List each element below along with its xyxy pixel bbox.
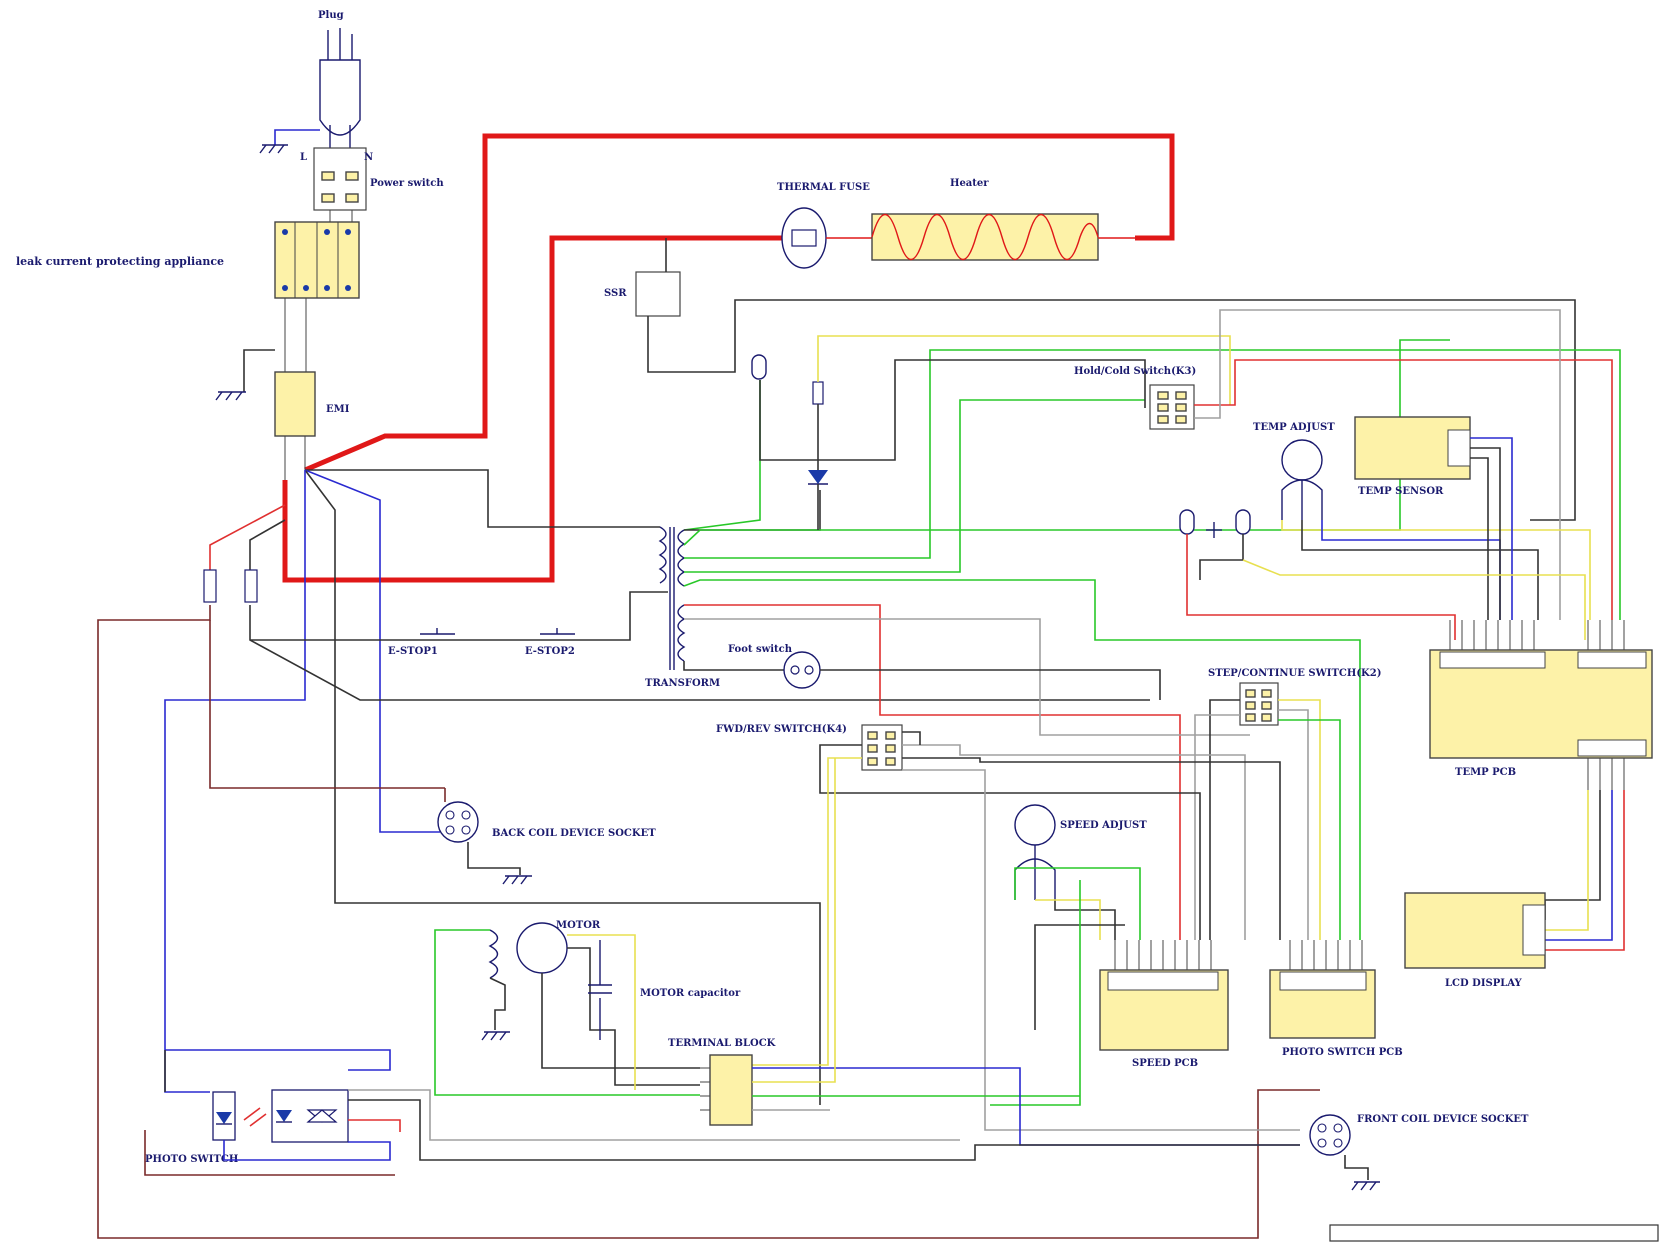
motor: MOTOR [488,920,601,979]
photo-switch-pcb-pins [1289,940,1363,970]
speed-adjust-potentiometer: SPEED ADJUST [1014,804,1147,900]
ground-symbol-back-coil [502,875,532,885]
led-right [1235,509,1251,535]
diode [808,470,828,485]
hold-cold-switch-label: Hold/Cold Switch(K3) [1074,366,1196,377]
temp-pcb-pins [1449,620,1625,790]
lcd-display-label: LCD DISPLAY [1445,978,1523,989]
foot-switch: Foot switch [728,644,821,689]
estop2-label: E-STOP2 [525,646,575,657]
back-coil-socket: BACK COIL DEVICE SOCKET [437,801,656,843]
photo-switch-pcb-label: PHOTO SWITCH PCB [1282,1047,1403,1058]
ground-symbol-emi [215,391,246,401]
speed-pcb-pins [1114,940,1212,970]
leak-current-protector: leak current protecting appliance [16,221,360,299]
temp-pcb-label: TEMP PCB [1455,767,1516,778]
heater-power-wires [282,133,1175,583]
estop1-label: E-STOP1 [388,646,438,657]
temp-sensor-label: TEMP SENSOR [1358,486,1444,497]
foot-switch-label: Foot switch [728,644,793,655]
temp-sensor: TEMP SENSOR [1354,416,1471,497]
temp-adjust-potentiometer: TEMP ADJUST [1253,422,1335,520]
plug-label: Plug [318,10,344,21]
motor-capacitor-label: MOTOR capacitor [640,988,741,999]
temp-adjust-label: TEMP ADJUST [1253,422,1335,433]
estop-2: E-STOP2 [525,628,575,657]
front-coil-label: FRONT COIL DEVICE SOCKET [1357,1114,1529,1125]
power-switch: L N Power switch [300,147,444,211]
ssr-label: SSR [604,288,627,299]
motor-label: MOTOR [556,920,601,931]
fwd-rev-label: FWD/REV SWITCH(K4) [716,724,847,735]
n-label: N [364,152,373,163]
terminal-block: TERMINAL BLOCK [668,1038,776,1126]
photo-switch-pcb: PHOTO SWITCH PCB [1269,969,1403,1058]
thermal-fuse: THERMAL FUSE [777,182,870,269]
transform-label: TRANSFORM [645,678,720,689]
plus-sign [1206,522,1222,538]
power-switch-label: Power switch [370,178,444,189]
photo-switch-label: PHOTO SWITCH [145,1154,238,1165]
terminal-block-label: TERMINAL BLOCK [668,1038,776,1049]
speed-adjust-label: SPEED ADJUST [1060,820,1147,831]
l-label: L [300,152,307,163]
thermal-fuse-label: THERMAL FUSE [777,182,870,193]
temp-pcb: TEMP PCB [1429,649,1653,778]
speed-pcb-label: SPEED PCB [1132,1058,1198,1069]
led-top [751,354,767,380]
emi-label: EMI [326,404,350,415]
transformer-secondary-wires [683,339,1621,940]
heater-label: Heater [950,178,989,189]
ground-symbol-front-coil [1351,1181,1380,1191]
fuse-right [244,569,258,603]
transformer: TRANSFORM [645,526,720,689]
step-continue-label: STEP/CONTINUE SWITCH(K2) [1208,668,1381,679]
ground-symbol-motor [481,1031,510,1041]
front-coil-socket: FRONT COIL DEVICE SOCKET [1309,1114,1529,1156]
estop-1: E-STOP1 [388,628,455,657]
ground-symbol-plug [259,144,288,154]
fuse-left [203,569,217,603]
ssr-relay: SSR [604,271,681,317]
motor-capacitor: MOTOR capacitor [588,940,741,1040]
hold-cold-switch: Hold/Cold Switch(K3) [1074,366,1196,430]
step-continue-switch: STEP/CONTINUE SWITCH(K2) [1208,668,1381,726]
fwd-rev-switch: FWD/REV SWITCH(K4) [716,724,903,771]
heater: Heater [871,178,1099,261]
emi-filter: EMI [274,371,350,437]
photo-switch: PHOTO SWITCH [145,1089,349,1165]
led-left [1179,509,1195,535]
plug: Plug [274,10,361,150]
leak-protector-label: leak current protecting appliance [16,255,224,268]
resistor [812,381,824,405]
title-block [1329,1224,1659,1242]
emi-fanout-wires [97,469,1320,1239]
back-coil-label: BACK COIL DEVICE SOCKET [492,828,656,839]
lcd-display: LCD DISPLAY [1404,892,1546,989]
speed-pcb: SPEED PCB [1099,969,1229,1069]
